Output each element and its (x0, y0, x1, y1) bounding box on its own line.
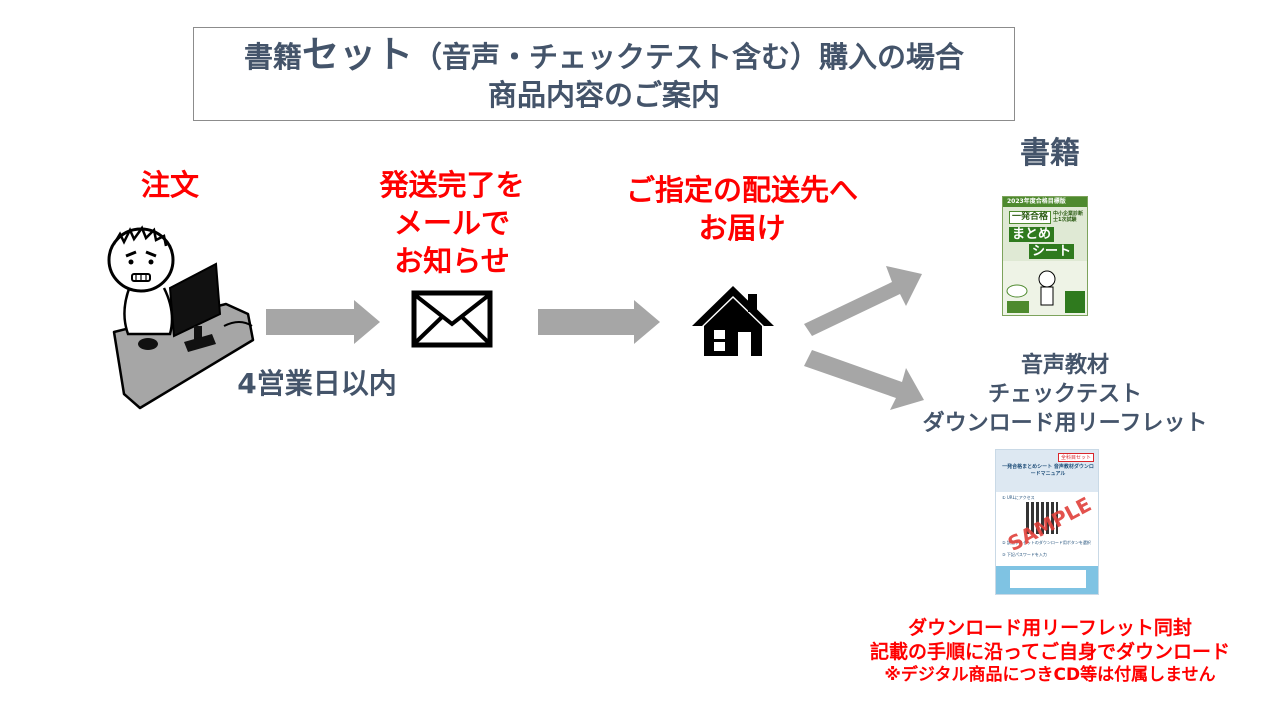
leaflet-image: 全科目セット 一発合格まとめシート 音声教材ダウンロードマニュアル ① URLに… (995, 449, 1099, 595)
digital-item-label: 音声教材 (1020, 353, 1109, 378)
leaflet-title: 一発合格まとめシート 音声教材ダウンロードマニュアル (1002, 464, 1094, 477)
flow-arrow-1 (266, 300, 380, 344)
mail-notice-line: 発送完了を (379, 168, 525, 202)
book-cover-illustration (1003, 261, 1087, 315)
delivery-line: お届け (698, 211, 786, 245)
digital-item-label: チェックテスト (987, 382, 1142, 407)
mail-notice-label: 発送完了を メールで お知らせ (352, 166, 552, 280)
title-box: 書籍セット（音声・チェックテスト含む）購入の場合 商品内容のご案内 (193, 27, 1015, 121)
note-line: ダウンロード用リーフレット同封 (908, 617, 1192, 639)
envelope-icon (411, 290, 493, 348)
digital-item-label: ダウンロード用リーフレット (922, 411, 1208, 436)
person-at-computer-illustration (107, 225, 255, 410)
leaflet-tag: 全科目セット (1057, 453, 1094, 462)
branch-arrows (804, 266, 924, 410)
mail-notice-line: メールで (393, 206, 510, 240)
title-prefix: 書籍 (243, 40, 302, 74)
leaflet-step-3: ③ 下記パスワードを入力 (1002, 552, 1047, 557)
download-notes: ダウンロード用リーフレット同封 記載の手順に沿ってご自身でダウンロード ※デジタ… (830, 616, 1270, 686)
title-suffix: （音声・チェックテスト含む）購入の場合 (413, 40, 965, 74)
book-cover-image: 2023年度合格目標版 一発合格 中小企業診断士1次試験 まとめ シート (1002, 196, 1088, 316)
title-line-2: 商品内容のご案内 (487, 78, 720, 112)
business-days-label: 4営業日以内 (237, 367, 397, 400)
order-label: 注文 (140, 168, 199, 202)
arrow-to-book (804, 266, 922, 336)
title-line-1: 書籍セット（音声・チェックテスト含む）購入の場合 (194, 36, 1014, 76)
leaflet-footer (996, 566, 1098, 594)
book-cover-year: 2023年度合格目標版 (1003, 197, 1087, 207)
book-cover-title-1: まとめ (1009, 227, 1055, 242)
title-emphasis: セット (302, 33, 413, 76)
leaflet-header: 全科目セット 一発合格まとめシート 音声教材ダウンロードマニュアル (996, 450, 1098, 492)
flow-arrow-2 (538, 300, 660, 344)
arrow-to-digital (804, 350, 924, 410)
book-cover-title-2: シート (1029, 244, 1075, 259)
note-line: ※デジタル商品につきCD等は付属しません (884, 665, 1216, 685)
house-icon (692, 286, 774, 356)
leaflet-step-2: ② 該当するセットのダウンロード用ボタンを選択 (1002, 540, 1091, 545)
digital-products-label: 音声教材 チェックテスト ダウンロード用リーフレット (890, 351, 1240, 438)
note-line: 記載の手順に沿ってご自身でダウンロード (869, 641, 1231, 663)
qr-code-image (1026, 502, 1058, 534)
book-cover-subtitle: 中小企業診断士1次試験 (1053, 211, 1084, 223)
delivery-label: ご指定の配送先へ お届け (592, 171, 892, 247)
mail-notice-line: お知らせ (394, 244, 510, 278)
leaflet-step-1: ① URLにアクセス (1002, 495, 1035, 500)
book-cover-badge: 一発合格 (1009, 211, 1052, 224)
delivery-line: ご指定の配送先へ (625, 173, 858, 207)
book-label: 書籍 (1020, 136, 1080, 171)
